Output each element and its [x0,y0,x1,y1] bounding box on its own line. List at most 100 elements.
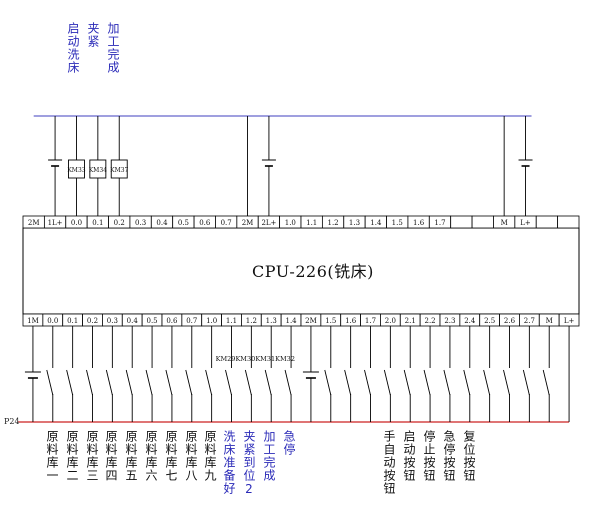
top-terminal-label: 0.2 [114,219,125,227]
wires-layer [18,115,570,423]
battery-gap [518,160,533,166]
bottom-terminal-label: 1.5 [325,317,336,325]
supply-label: P24 [4,417,20,426]
top-terminal-label: 1.7 [434,219,445,227]
top-terminal-label: L+ [520,219,531,227]
bottom-signal-label: 加工完成 [262,430,276,482]
bottom-terminal-label: 2.7 [524,317,535,325]
bottom-terminal-label: L+ [564,317,575,325]
top-terminal-label: 1.0 [285,219,296,227]
switch-contact [423,369,431,396]
top-terminal-label: 2L+ [261,219,276,227]
bottom-signal-label: 原料库八 [184,430,198,482]
top-terminal-label: 1.1 [306,219,317,227]
bottom-coil-label: KM30 [235,355,255,363]
switch-contact [225,369,232,396]
bottom-terminal-label: 0.1 [67,317,78,325]
bottom-terminal-label: 1.0 [206,317,217,325]
top-signal-label: 启动洗床 [66,22,80,74]
top-terminal-label: 1.3 [349,219,360,227]
switch-contact [244,369,252,396]
bottom-terminal-label: 2.2 [425,317,436,325]
bottom-signal-label: 急停 [282,430,296,456]
switch-contact [324,369,332,396]
switch-contact [542,369,550,396]
top-terminal-label: 1L+ [48,219,63,227]
bottom-signal-label: 原料库四 [104,430,118,482]
battery-gap [261,160,276,166]
coil-label: KM33 [67,167,85,174]
bottom-terminal-label: 1.7 [365,317,376,325]
bottom-terminal-label: 1.3 [266,317,277,325]
top-terminal-label: 0.7 [221,219,232,227]
switch-contact [483,369,491,396]
coil-box [68,159,85,179]
top-coil: KM33 [67,159,86,179]
bottom-terminal-label: 2.5 [484,317,495,325]
bottom-signal-label: 复位按钮 [462,430,476,482]
bottom-signal-label: 急停按钮 [442,430,456,482]
switch-contact [463,369,471,396]
bottom-signal-label: 停止按钮 [422,430,436,482]
switch-contact [383,369,391,396]
top-coil: KM34 [89,159,107,179]
bottom-terminal-label: 1.1 [226,317,237,325]
switches-layer [46,369,550,396]
top-terminal-label: 0.3 [135,219,146,227]
bottom-terminal-label: 1.6 [345,317,357,325]
top-terminal-label: 2M [28,219,40,227]
top-terminal-cell [450,215,473,229]
bottom-coil-label: KM31 [255,355,275,363]
top-terminal-cell [557,215,580,229]
switch-contact [125,369,133,396]
switch-contact [364,369,371,396]
bottom-terminal-label: M [546,317,553,325]
switch-contact [105,369,113,396]
switch-contact [66,369,74,396]
coil-box [89,159,107,179]
bottom-signal-label: 原料库一 [45,430,59,482]
bottom-terminal-label: 0.5 [147,317,158,325]
cpu-module-box [22,227,580,315]
switch-contact [46,369,54,396]
bottom-coil-label: KM32 [275,355,295,363]
bottom-signal-label: 原料库二 [65,430,79,482]
battery-gap [48,160,63,166]
switch-contact [86,369,93,396]
switch-contact [443,369,451,396]
switch-contact [284,369,292,396]
top-signal-label: 加工完成 [106,22,120,74]
bottom-terminal-cell [558,313,580,327]
top-coil: KM37 [110,159,129,179]
top-terminal-label: M [501,219,508,227]
bottom-signal-label: 原料库六 [144,430,158,482]
top-signal-label: 夹紧 [86,22,100,48]
bottom-terminal-label: 0.4 [127,317,139,325]
switch-contact [403,369,411,396]
bottom-terminal-label: 0.3 [107,317,118,325]
bottom-terminal-label: 1.2 [246,317,257,325]
bottom-terminal-label: 0.6 [166,317,178,325]
bottom-terminal-label: 2M [305,317,317,325]
switch-contact [205,369,213,396]
bottom-terminal-label: 1M [27,317,39,325]
top-terminal-cell [535,215,559,229]
bottom-terminal-label: 2.0 [385,317,396,325]
top-terminal-label: 0.0 [71,219,82,227]
coil-box [110,159,128,179]
bottom-terminal-label: 2.1 [405,317,416,325]
top-terminal-label: 1.2 [328,219,339,227]
switch-contact [185,369,193,396]
top-terminal-label: 1.6 [413,219,425,227]
bottom-signal-label: 原料库三 [85,430,99,482]
coil-label: KM37 [110,167,128,174]
top-terminal-label: 0.4 [156,219,168,227]
switch-contact [165,369,173,396]
bottom-terminal-label: 2.4 [464,317,476,325]
switch-contact [522,369,530,396]
coil-label: KM34 [89,167,107,174]
top-terminal-label: 1.5 [392,219,403,227]
